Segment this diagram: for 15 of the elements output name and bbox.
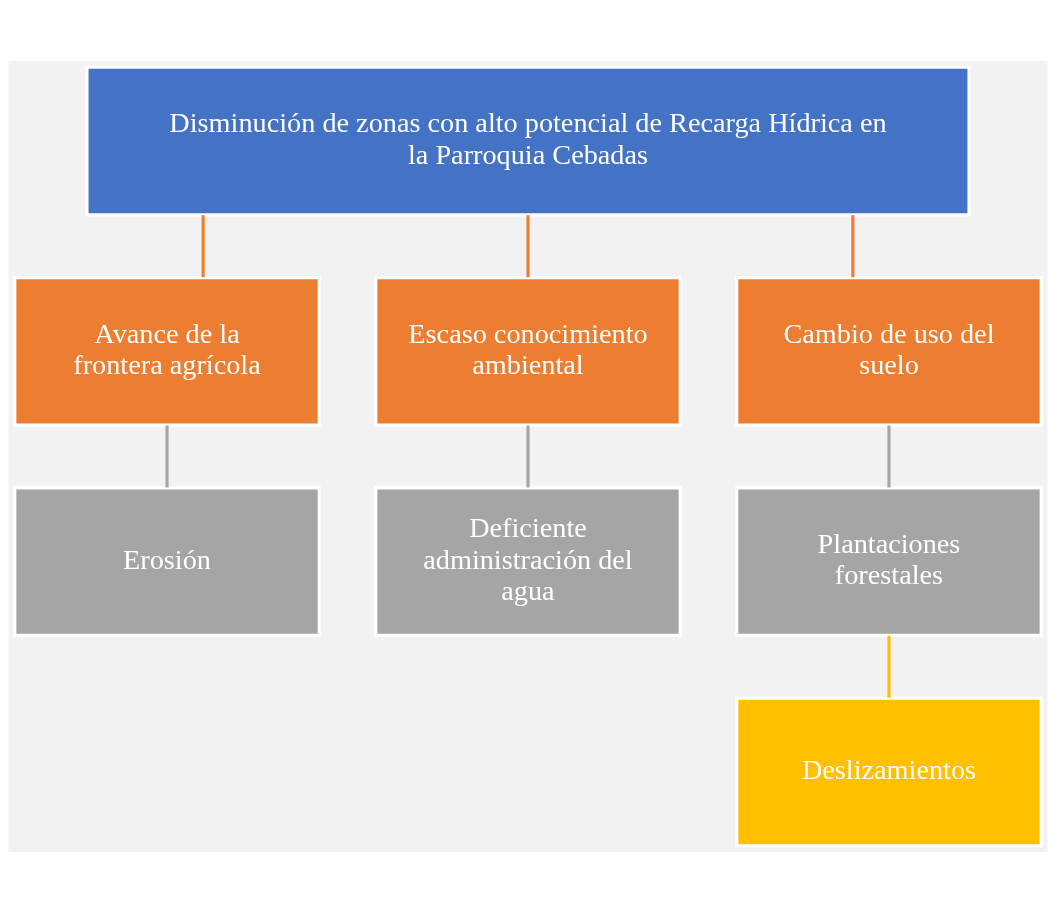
connector: [165, 425, 169, 488]
node-box: Disminución de zonas con alto potencial de Recarga Hídrica en la Parroquia Cebadas: [85, 65, 971, 217]
connector: [526, 215, 530, 278]
node-box: Escaso conocimiento ambiental: [374, 276, 682, 427]
node-box: Erosión: [13, 486, 321, 637]
connector: [851, 215, 855, 278]
node-box: Plantaciones forestales: [735, 486, 1043, 637]
connector: [887, 425, 891, 488]
connector: [526, 425, 530, 488]
connector: [201, 215, 205, 278]
node-box: Cambio de uso del suelo: [735, 276, 1043, 427]
connector: [887, 635, 891, 698]
node-box: Avance de la frontera agrícola: [13, 276, 321, 427]
node-box: Deficiente administración del agua: [374, 486, 682, 637]
node-box: Deslizamientos: [735, 696, 1043, 848]
